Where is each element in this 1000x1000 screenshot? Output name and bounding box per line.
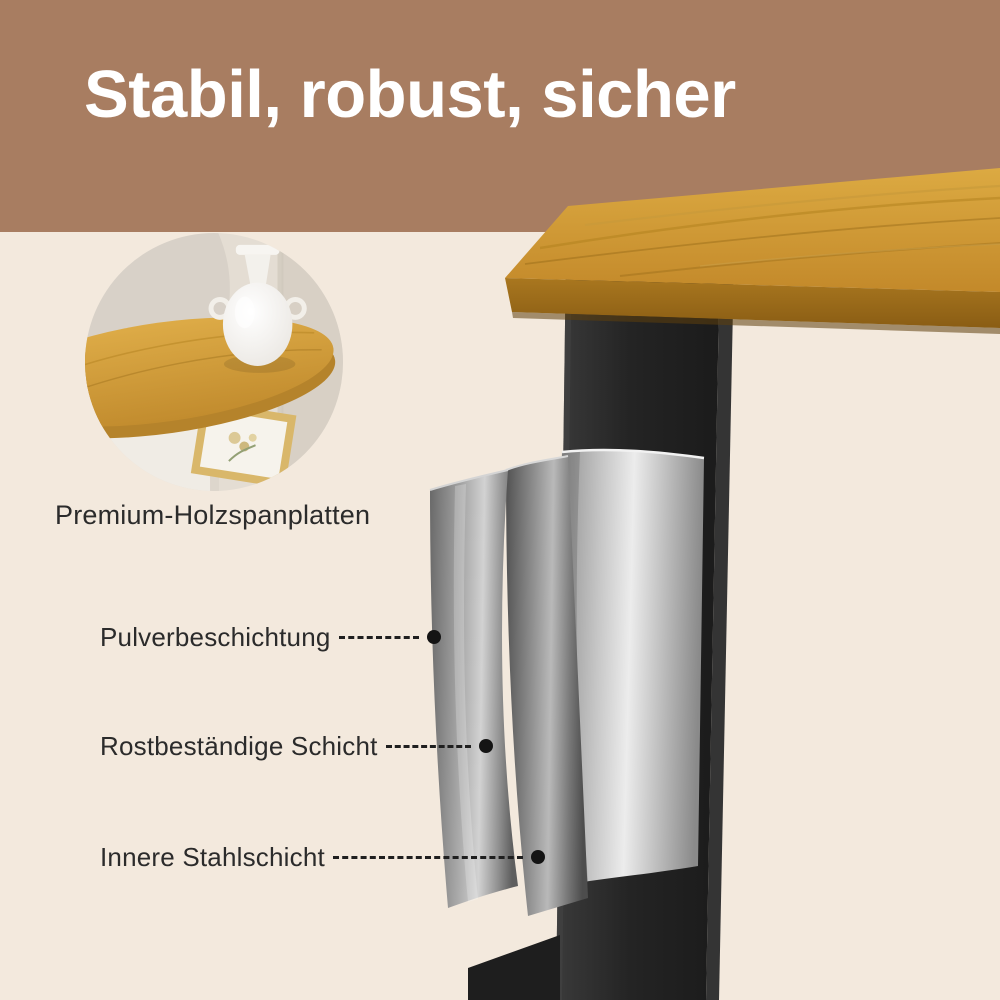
annotation-inner-steel-layer: Innere Stahlschicht — [100, 840, 545, 874]
header-banner: Stabil, robust, sicher — [0, 0, 1000, 232]
annotation-dot — [530, 850, 545, 864]
inset-photo-graphic — [85, 233, 343, 491]
table-leg — [556, 250, 734, 1000]
annotation-rust-resistant-layer: Rostbeständige Schicht — [100, 729, 493, 763]
layer-inner-steel — [558, 448, 705, 884]
annotation-dot — [478, 739, 493, 753]
inset-caption: Premium-Holzspanplatten — [55, 500, 371, 530]
annotation-dashed-line — [385, 744, 471, 748]
white-vase — [208, 244, 307, 373]
inset-photo — [85, 233, 343, 491]
annotation-label: Pulverbeschichtung — [100, 622, 331, 652]
annotation-dashed-line — [332, 855, 523, 859]
annotation-dashed-line — [338, 635, 419, 639]
page-title: Stabil, robust, sicher — [84, 57, 736, 132]
annotation-powder-coating: Pulverbeschichtung — [100, 620, 441, 654]
annotation-label: Innere Stahlschicht — [100, 842, 325, 872]
annotation-dot — [426, 630, 441, 644]
leg-foot — [468, 935, 560, 1000]
annotation-label: Rostbeständige Schicht — [100, 731, 378, 761]
